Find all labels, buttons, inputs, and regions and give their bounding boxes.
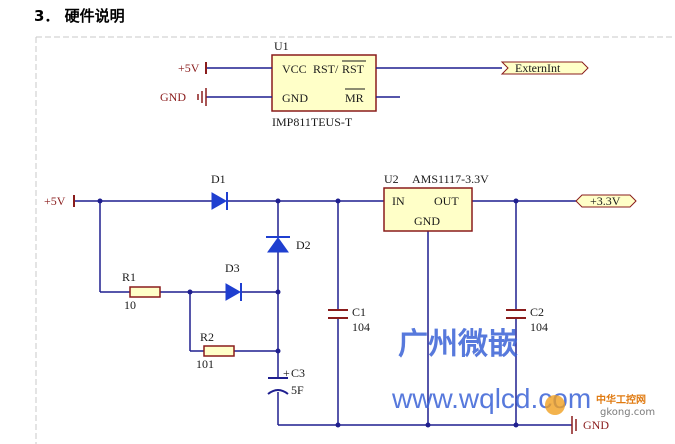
u1-gnd-pin: GND [282,91,308,105]
d2-ref: D2 [296,238,311,252]
r1-ref: R1 [122,270,136,284]
u1-rst-pin: RST/ [313,62,339,76]
c3-polarity: + [283,366,290,380]
input-power-label: +5V [44,194,66,208]
capacitor-c1: C1 104 [328,305,370,334]
watermark-cn: 广州微嵌 [398,327,518,362]
input-power-port: +5V [44,194,75,208]
r2-value: 101 [196,357,214,371]
u1-block: U1 VCC RST/ RST GND MR IMP811TEUS-T [271,39,377,129]
r1-value: 10 [124,298,136,312]
u2-block: U2 AMS1117-3.3V IN OUT GND [383,172,489,232]
extern-int-port: ExternInt [500,61,589,75]
sheet-border [35,36,672,444]
power-wires [74,200,580,426]
section-heading: 3． 硬件说明 [34,7,125,25]
u1-ref: U1 [274,39,289,53]
logo-url: gkong.com [600,407,655,418]
u2-out-pin: OUT [434,194,459,208]
gear-icon [545,395,565,415]
top-gnd-label: GND [160,90,186,104]
c1-ref: C1 [352,305,366,319]
c3-ref: C3 [291,366,305,380]
u1-body [271,54,377,112]
u1-rst-bar-pin: RST [342,62,365,76]
u1-part: IMP811TEUS-T [272,115,353,129]
u2-body [383,187,473,232]
capacitor-c3: + C3 5F [267,366,305,397]
r2-ref: R2 [200,330,214,344]
c2-value: 104 [530,320,548,334]
output-power-port: +3.3V [575,194,637,208]
u2-in-pin: IN [392,194,405,208]
c1-value: 104 [352,320,370,334]
bottom-gnd-label: GND [583,418,609,432]
diode-d1: D1 [211,172,228,210]
top-power-port: +5V [178,61,207,75]
u1-mr-pin: MR [345,91,364,105]
u2-part: AMS1117-3.3V [412,172,489,186]
resistor-r2: R2 101 [196,330,235,371]
resistor-r1: R1 10 [122,270,161,312]
extern-int-label: ExternInt [515,61,561,75]
d3-ref: D3 [225,261,240,275]
gkong-logo: 中华工控网 gkong.com [545,393,655,418]
c3-value: 5F [291,383,304,397]
c2-ref: C2 [530,305,544,319]
top-gnd-port: GND [160,88,207,106]
u2-gnd-pin: GND [414,214,440,228]
diode-d3: D3 [225,261,242,301]
junction-dots [97,198,519,428]
diode-d2: D2 [266,236,311,253]
output-power-label: +3.3V [590,194,621,208]
d1-ref: D1 [211,172,226,186]
u1-vcc-pin: VCC [282,62,307,76]
logo-cn: 中华工控网 [596,393,646,406]
capacitor-c2: C2 104 [506,305,548,334]
u1-wires [206,67,502,98]
u2-ref: U2 [384,172,399,186]
bottom-gnd-port: GND [571,416,609,434]
top-power-label: +5V [178,61,200,75]
